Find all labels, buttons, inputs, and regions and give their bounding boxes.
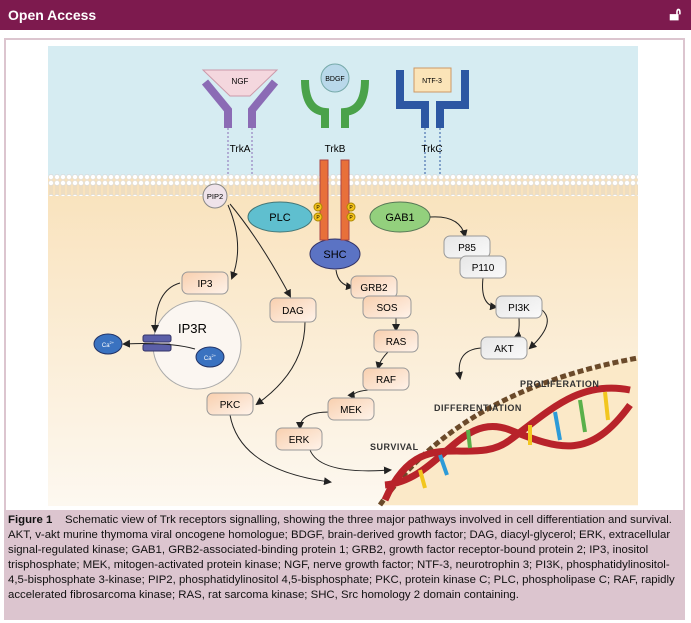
svg-text:RAF: RAF xyxy=(376,375,396,386)
svg-text:TrkB: TrkB xyxy=(325,144,346,155)
svg-text:MEK: MEK xyxy=(340,405,362,416)
trkc-receptor: NTF-3 TrkC xyxy=(396,67,469,175)
pkc-node: PKC xyxy=(206,392,254,416)
caption-text: Schematic view of Trk receptors signalli… xyxy=(8,514,675,601)
header-title: Open Access xyxy=(8,7,97,23)
pathway-arrows xyxy=(122,203,548,486)
svg-text:TrkC: TrkC xyxy=(421,144,442,155)
svg-text:SHC: SHC xyxy=(323,249,346,261)
svg-text:P: P xyxy=(316,215,320,221)
svg-text:GRB2: GRB2 xyxy=(360,283,388,294)
svg-text:Ca2+: Ca2+ xyxy=(204,353,217,362)
svg-text:NGF: NGF xyxy=(232,77,249,86)
svg-text:PKC: PKC xyxy=(220,400,241,411)
erk-node: ERK xyxy=(275,427,323,451)
svg-text:NTF-3: NTF-3 xyxy=(422,78,442,85)
svg-text:P: P xyxy=(349,205,353,211)
p85-node: P85 xyxy=(443,235,491,259)
dna-helix xyxy=(381,384,633,502)
pi3k-node: PI3K xyxy=(495,295,543,319)
journal-header: Open Access 🔓︎ xyxy=(0,0,691,30)
dag-node: DAG xyxy=(269,297,317,323)
svg-text:P110: P110 xyxy=(472,263,495,274)
svg-text:ERK: ERK xyxy=(289,435,310,446)
calcium-ion xyxy=(93,333,123,355)
p110-node: P110 xyxy=(459,255,507,279)
svg-text:SOS: SOS xyxy=(376,303,397,314)
proliferation-label: PROLIFERATION xyxy=(520,379,599,389)
svg-text:RAS: RAS xyxy=(386,337,407,348)
caption-label: Figure 1 xyxy=(8,514,53,526)
svg-text:PIP2: PIP2 xyxy=(207,192,223,201)
svg-text:GAB1: GAB1 xyxy=(385,212,414,224)
raf-node: RAF xyxy=(362,367,410,391)
calcium-ion xyxy=(195,346,225,368)
svg-text:Ca2+: Ca2+ xyxy=(102,340,115,349)
shc-node xyxy=(309,238,361,270)
survival-label: SURVIVAL xyxy=(370,442,419,452)
svg-text:DAG: DAG xyxy=(282,306,304,317)
open-access-lock-icon: 🔓︎ xyxy=(669,4,681,24)
trka-receptor: NGF TrkA xyxy=(201,69,279,175)
akt-node: AKT xyxy=(480,336,528,360)
figure-caption: Figure 1 Schematic view of Trk receptors… xyxy=(4,510,683,620)
plc-node xyxy=(247,201,313,233)
svg-text:P: P xyxy=(316,205,320,211)
sos-node: SOS xyxy=(362,295,412,319)
differentiation-label: DIFFERENTIATION xyxy=(434,403,522,413)
mek-node: MEK xyxy=(327,397,375,421)
ras-node: RAS xyxy=(373,329,419,353)
svg-text:TrkA: TrkA xyxy=(230,144,251,155)
trkb-receptor: BDGF TrkB PP PP xyxy=(301,63,369,241)
svg-text:PI3K: PI3K xyxy=(508,303,530,314)
svg-text:BDGF: BDGF xyxy=(325,76,344,83)
svg-text:AKT: AKT xyxy=(494,344,513,355)
svg-text:IP3R: IP3R xyxy=(178,321,207,336)
ip3r-channel xyxy=(142,334,172,343)
pip2-node xyxy=(202,183,228,209)
grb2-node: GRB2 xyxy=(350,275,398,299)
svg-text:PLC: PLC xyxy=(269,212,290,224)
svg-text:IP3: IP3 xyxy=(197,279,212,290)
svg-text:P85: P85 xyxy=(458,243,476,254)
ip3-node: IP3 xyxy=(181,271,229,295)
svg-text:P: P xyxy=(349,215,353,221)
